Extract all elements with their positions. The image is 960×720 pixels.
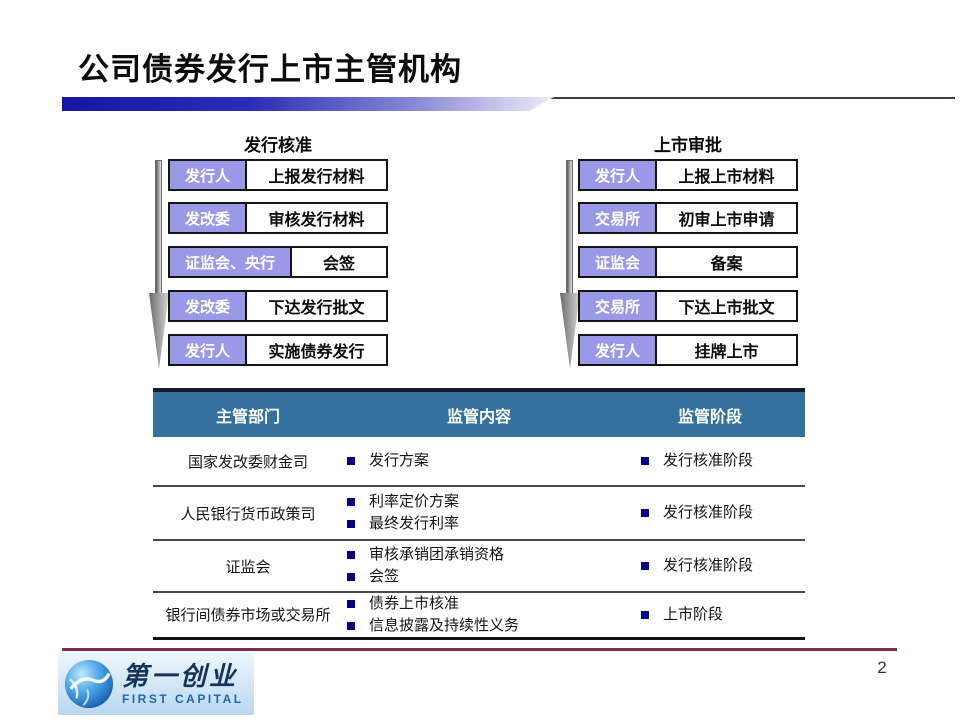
stage-item: 上市阶段 bbox=[663, 605, 724, 623]
flow-step-actor: 证监会 bbox=[578, 246, 657, 278]
page-title: 公司债券发行上市主管机构 bbox=[78, 52, 462, 87]
bullet-square-icon bbox=[347, 519, 355, 528]
logo-name-english: FIRST CAPITAL bbox=[122, 691, 244, 706]
flow-step: 发行人 挂牌上市 bbox=[578, 334, 798, 366]
flow-step-action: 上报上市材料 bbox=[655, 159, 798, 191]
flow-step-action: 实施债券发行 bbox=[245, 334, 388, 366]
cell-stage: 发行核准阶段 bbox=[615, 502, 805, 524]
flow-step: 发行人 上报发行材料 bbox=[168, 159, 388, 191]
table-row: 人民银行货币政策司 利率定价方案 最终发行利率 发行核准阶段 bbox=[153, 487, 805, 541]
column-header-department: 主管部门 bbox=[215, 408, 280, 426]
footer-divider bbox=[62, 648, 897, 651]
flow-step-actor: 证监会、央行 bbox=[168, 246, 292, 278]
down-arrow-icon bbox=[560, 293, 580, 369]
bullet-square-icon bbox=[347, 572, 355, 581]
table-header-row: 主管部门 监管内容 监管阶段 bbox=[153, 388, 805, 437]
flow-step-actor: 发改委 bbox=[168, 202, 247, 234]
stage-item: 发行核准阶段 bbox=[663, 452, 754, 470]
flow-step: 发行人 实施债券发行 bbox=[168, 334, 388, 366]
table-row: 证监会 审核承销团承销资格 会签 发行核准阶段 bbox=[153, 541, 805, 593]
logo-text: 第一创业 FIRST CAPITAL bbox=[122, 663, 244, 706]
flow-step-action: 审核发行材料 bbox=[245, 202, 388, 234]
cell-department: 银行间债券市场或交易所 bbox=[165, 607, 331, 625]
bullet-square-icon bbox=[641, 457, 649, 465]
stage-item: 发行核准阶段 bbox=[663, 504, 754, 522]
flow-step-actor: 发行人 bbox=[578, 334, 657, 366]
content-item: 债券上市核准 bbox=[369, 595, 460, 612]
flow-step-action: 挂牌上市 bbox=[655, 334, 798, 366]
title-gradient-bar bbox=[62, 97, 554, 111]
flow-step-actor: 发行人 bbox=[168, 334, 247, 366]
content-item: 信息披露及持续性义务 bbox=[369, 616, 520, 634]
flow-step-actor: 交易所 bbox=[578, 202, 657, 234]
globe-icon bbox=[64, 659, 114, 709]
bullet-square-icon bbox=[641, 610, 649, 619]
flow-step: 交易所 初审上市申请 bbox=[578, 202, 798, 234]
cell-content: 债券上市核准 信息披露及持续性义务 bbox=[343, 593, 615, 637]
cell-department: 国家发改委财金司 bbox=[187, 453, 308, 471]
stage-item: 发行核准阶段 bbox=[663, 557, 754, 575]
flow-heading-issuance: 发行核准 bbox=[244, 136, 312, 155]
cell-content: 利率定价方案 最终发行利率 bbox=[343, 491, 615, 535]
bullet-square-icon bbox=[641, 509, 649, 517]
content-item: 审核承销团承销资格 bbox=[369, 546, 505, 564]
content-item: 最终发行利率 bbox=[369, 515, 460, 532]
flow-step: 发改委 审核发行材料 bbox=[168, 202, 388, 234]
flow-step: 交易所 下达上市批文 bbox=[578, 290, 798, 322]
cell-content: 发行方案 bbox=[343, 450, 615, 472]
flow-step-action: 初审上市申请 bbox=[655, 202, 798, 234]
flow-step-action: 会签 bbox=[290, 246, 388, 278]
bullet-square-icon bbox=[347, 621, 355, 630]
cell-content: 审核承销团承销资格 会签 bbox=[343, 544, 615, 588]
table-row: 银行间债券市场或交易所 债券上市核准 信息披露及持续性义务 上市阶段 bbox=[153, 593, 805, 640]
company-logo: 第一创业 FIRST CAPITAL bbox=[58, 653, 254, 715]
column-header-content: 监管内容 bbox=[446, 408, 511, 426]
flow-step-action: 上报发行材料 bbox=[245, 159, 388, 191]
bullet-square-icon bbox=[347, 498, 355, 507]
bullet-square-icon bbox=[347, 599, 355, 608]
regulator-table: 主管部门 监管内容 监管阶段 国家发改委财金司 发行方案 发行核准阶段 人民银行… bbox=[153, 388, 805, 640]
table-row: 国家发改委财金司 发行方案 发行核准阶段 bbox=[153, 437, 805, 487]
flow-step-actor: 发改委 bbox=[168, 290, 247, 322]
column-header-stage: 监管阶段 bbox=[677, 408, 742, 426]
flow-step: 证监会、央行 会签 bbox=[168, 246, 388, 278]
content-item: 发行方案 bbox=[369, 452, 430, 470]
down-arrow-icon bbox=[566, 160, 573, 294]
flow-step-actor: 发行人 bbox=[168, 159, 247, 191]
flow-step-actor: 发行人 bbox=[578, 159, 657, 191]
bullet-square-icon bbox=[347, 551, 355, 560]
content-item: 利率定价方案 bbox=[369, 493, 460, 511]
flow-step: 发行人 上报上市材料 bbox=[578, 159, 798, 191]
down-arrow-icon bbox=[155, 160, 162, 294]
flow-step-action: 下达上市批文 bbox=[655, 290, 798, 322]
logo-name-chinese: 第一创业 bbox=[122, 660, 239, 691]
flow-step-action: 下达发行批文 bbox=[245, 290, 388, 322]
flow-heading-listing: 上市审批 bbox=[654, 136, 722, 155]
cell-department: 人民银行货币政策司 bbox=[180, 505, 316, 523]
cell-stage: 上市阶段 bbox=[615, 604, 805, 626]
flow-step-action: 备案 bbox=[655, 246, 798, 278]
cell-stage: 发行核准阶段 bbox=[615, 450, 805, 472]
flow-step-actor: 交易所 bbox=[578, 290, 657, 322]
down-arrow-icon bbox=[149, 293, 169, 369]
bullet-square-icon bbox=[347, 457, 355, 465]
bullet-square-icon bbox=[641, 562, 649, 570]
page-number: 2 bbox=[877, 658, 887, 677]
cell-stage: 发行核准阶段 bbox=[615, 555, 805, 577]
content-item: 会签 bbox=[369, 568, 400, 585]
flow-step: 证监会 备案 bbox=[578, 246, 798, 278]
cell-department: 证监会 bbox=[225, 558, 271, 576]
flow-step: 发改委 下达发行批文 bbox=[168, 290, 388, 322]
